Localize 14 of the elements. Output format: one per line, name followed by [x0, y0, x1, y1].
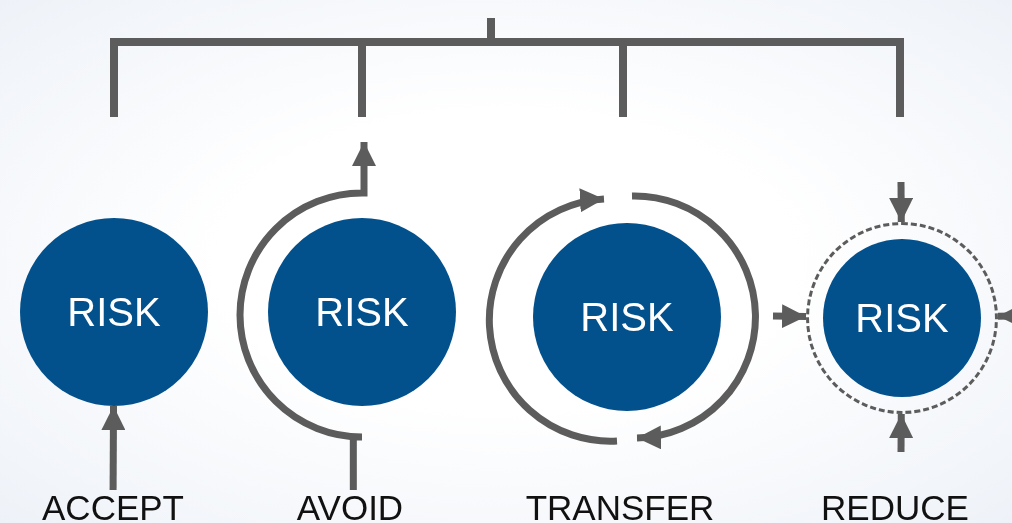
strategy-label: ACCEPT: [42, 490, 184, 523]
arrow: [101, 405, 126, 491]
arrow: [772, 304, 807, 329]
strategy-label: REDUCE: [821, 490, 969, 523]
arrow: [889, 413, 914, 453]
strategy-label: AVOID: [296, 490, 404, 523]
strategy-label: TRANSFER: [525, 490, 715, 523]
risk-label: RISK: [580, 297, 674, 337]
risk-label: RISK: [67, 292, 161, 332]
risk-circle: [823, 239, 981, 397]
risk-label: RISK: [855, 298, 949, 338]
arrow: [889, 181, 914, 223]
risk-label: RISK: [315, 292, 409, 332]
dashed-circle: [806, 222, 998, 414]
